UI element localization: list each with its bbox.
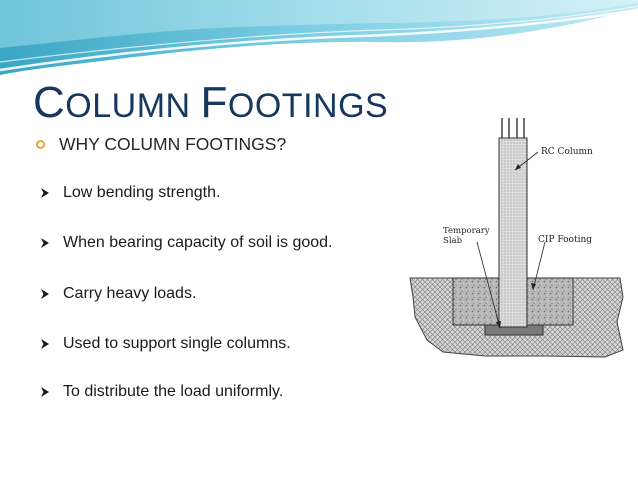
arrow-bullet-icon: [41, 339, 49, 349]
list-item: Used to support single columns.: [40, 335, 291, 353]
subheading: WHY COLUMN FOOTINGS?: [59, 134, 287, 154]
arrow-bullet-icon: [41, 238, 49, 248]
label-cip-footing: CIP Footing: [538, 235, 592, 245]
subheading-row: WHY COLUMN FOOTINGS?: [36, 134, 286, 155]
bullet-text: When bearing capacity of soil is good.: [63, 234, 333, 251]
list-item: To distribute the load uniformly.: [40, 383, 283, 401]
footing-leader-arrowhead: [531, 283, 536, 290]
ring-bullet-icon: [36, 140, 45, 149]
bullet-text: Carry heavy loads.: [63, 285, 197, 302]
label-temporary: Temporary: [443, 226, 490, 236]
list-item: When bearing capacity of soil is good.: [40, 234, 332, 252]
bullet-text: Used to support single columns.: [63, 335, 291, 352]
title-word-1: OLUMN: [65, 87, 201, 125]
column-leader-arrowhead: [515, 164, 521, 170]
rc-column: [498, 137, 528, 328]
slab-leader-arrow: [476, 241, 501, 329]
label-slab: Slab: [443, 236, 463, 246]
column-footing-diagram: RC Column Temporary Slab CIP Footing: [409, 118, 624, 358]
title-word-2: OOTINGS: [227, 87, 389, 125]
arrow-bullet-icon: [41, 387, 49, 397]
footing-leader-arrow: [532, 241, 546, 291]
list-item: Carry heavy loads.: [40, 285, 196, 303]
title-initial-f: F: [200, 78, 228, 127]
bullet-text: To distribute the load uniformly.: [63, 383, 284, 400]
title-initial-c: C: [33, 78, 66, 127]
slab-leader-arrowhead: [496, 321, 501, 328]
slide-title: COLUMN FOOTINGS: [33, 78, 388, 128]
label-rc-column: RC Column: [541, 147, 593, 157]
bullet-text: Low bending strength.: [63, 184, 221, 201]
arrow-bullet-icon: [41, 188, 49, 198]
list-item: Low bending strength.: [40, 184, 220, 202]
header-wave-banner: [0, 0, 638, 75]
arrow-bullet-icon: [41, 289, 49, 299]
